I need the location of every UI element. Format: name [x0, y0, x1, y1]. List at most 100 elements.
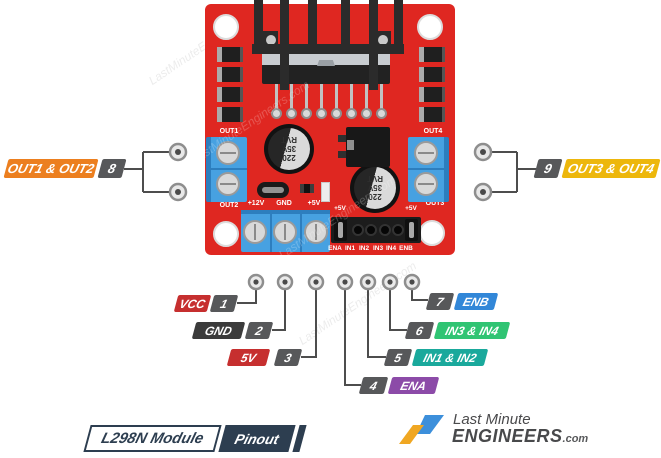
- header-pin: [392, 224, 404, 236]
- wire-in12: [367, 289, 386, 358]
- capacitor: 220 35V RVT: [350, 163, 400, 213]
- pin-dot-center: [409, 279, 415, 285]
- header-pin: [379, 224, 391, 236]
- terminal-out1-out2: [206, 137, 247, 202]
- pin-dot-center: [387, 279, 393, 285]
- chip-notch: [317, 60, 335, 66]
- screw-slot: [418, 183, 434, 185]
- terminal-screw: [243, 220, 267, 244]
- control-pin-header: [331, 217, 421, 243]
- regulator-leg: [338, 135, 346, 142]
- side-pin-dots: [168, 142, 493, 202]
- callout-number-1: 1: [209, 295, 239, 312]
- smd-capacitor: [321, 182, 330, 202]
- solder-pad: [286, 108, 297, 119]
- callout-gnd: GND: [191, 322, 246, 339]
- logo-bolt-icon: [399, 415, 444, 444]
- smd-resistor: [300, 184, 314, 193]
- power-jumper: [257, 182, 289, 198]
- silkscreen-out4: OUT4: [423, 128, 443, 135]
- solder-pad: [361, 108, 372, 119]
- heatsink-fin: [394, 0, 403, 52]
- silkscreen-5v: +5V: [307, 200, 321, 207]
- terminal-divider: [211, 168, 247, 170]
- silkscreen-out1: OUT1: [219, 128, 239, 135]
- callout-number-3: 3: [273, 349, 303, 366]
- callout-ena: ENA: [387, 377, 440, 394]
- callout-in1-in2: IN1 & IN2: [411, 349, 489, 366]
- callout-number-5: 5: [383, 349, 413, 366]
- heatsink-bridge: [252, 44, 404, 54]
- silkscreen-ena: ENA: [328, 245, 342, 252]
- terminal-screw: [414, 172, 438, 196]
- pin-dot-center: [313, 279, 319, 285]
- solder-pad: [301, 108, 312, 119]
- screw-slot: [418, 152, 434, 154]
- chip-leg: [380, 84, 383, 110]
- terminal-screw: [216, 141, 240, 165]
- terminal-divider: [270, 210, 272, 252]
- solder-pad: [271, 108, 282, 119]
- terminal-screw: [273, 220, 297, 244]
- pin-dot-center: [365, 279, 371, 285]
- jumper-pin: [338, 222, 343, 238]
- diode: [217, 87, 243, 102]
- silkscreen-jumper-b-5v: +5V: [405, 205, 417, 212]
- heatsink-post: [280, 0, 289, 90]
- logo-com-suffix: .com: [562, 433, 589, 445]
- terminal-power: [241, 210, 330, 252]
- wire-out12: [124, 151, 170, 193]
- screw-slot: [254, 224, 256, 240]
- chip-leg: [350, 84, 353, 110]
- ena-jumper: [334, 219, 347, 241]
- callout-out1-out2: OUT1 & OUT2: [3, 159, 99, 178]
- silkscreen-out2: OUT2: [219, 202, 239, 209]
- smd-band: [304, 184, 310, 193]
- voltage-regulator: [338, 127, 390, 167]
- callout-number-7: 7: [425, 293, 455, 310]
- logo-bolt-blue: [416, 415, 444, 434]
- terminal-screw: [216, 172, 240, 196]
- header-pin: [352, 224, 364, 236]
- capacitor-text: RVT: [281, 135, 297, 145]
- bottom-pin-dots: [247, 273, 421, 291]
- capacitor-text: 35V: [281, 144, 297, 154]
- terminal-divider: [300, 210, 302, 252]
- terminal-screw: [414, 141, 438, 165]
- wire-vcc: [237, 289, 257, 304]
- diode: [217, 107, 243, 122]
- silkscreen-in3: IN3: [372, 245, 384, 252]
- mounting-hole: [213, 221, 239, 247]
- callout-number-6: 6: [404, 322, 435, 339]
- solder-pad: [331, 108, 342, 119]
- regulator-leg: [338, 151, 346, 158]
- logo-line1: Last Minute: [453, 411, 531, 428]
- terminal-out3-out4: [408, 137, 449, 202]
- chip-leg: [290, 84, 293, 110]
- callout-number-2: 2: [244, 322, 274, 339]
- diode: [419, 67, 445, 82]
- heatsink-fin: [254, 0, 263, 52]
- pin-dot-center: [175, 189, 181, 195]
- wire-5v: [301, 289, 317, 358]
- callout-out3-out4: OUT3 & OUT4: [561, 159, 661, 178]
- title-pinout-tag: Pinout: [218, 425, 296, 452]
- regulator-mark: [347, 140, 354, 150]
- solder-pad: [316, 108, 327, 119]
- terminal-screw: [304, 220, 328, 244]
- wire-ena: [344, 289, 361, 386]
- solder-pad: [376, 108, 387, 119]
- jumper-pin: [409, 222, 414, 238]
- chip-leg: [320, 84, 323, 110]
- diode: [419, 87, 445, 102]
- heatsink-screw-hole: [266, 35, 276, 45]
- diode: [217, 47, 243, 62]
- capacitor: 220 35V RVT: [264, 124, 314, 174]
- logo-bolt-orange: [399, 425, 424, 444]
- enb-jumper: [405, 219, 418, 241]
- capacitor-face: 220 35V RVT: [268, 128, 310, 170]
- wire-out34: [491, 151, 537, 193]
- callout-in3-in4: IN3 & IN4: [433, 322, 511, 339]
- screw-slot: [315, 224, 317, 240]
